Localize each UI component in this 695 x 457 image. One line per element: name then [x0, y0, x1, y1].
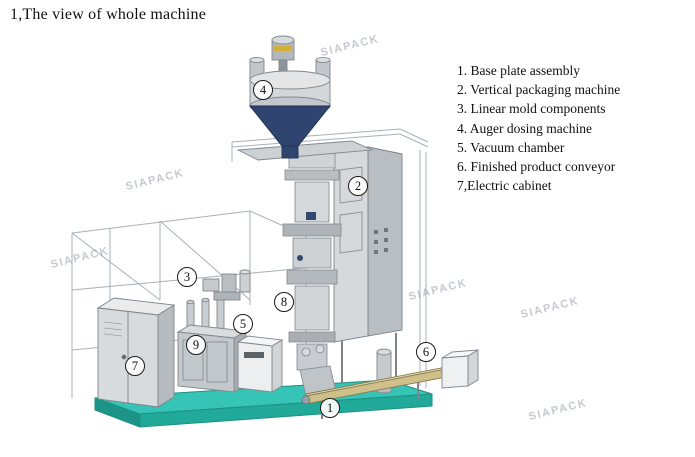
- packaging-machine-cabinet: [333, 146, 403, 384]
- callout-9: 9: [186, 335, 206, 355]
- callout-5: 5: [233, 314, 253, 334]
- page-title: 1,The view of whole machine: [10, 6, 207, 23]
- legend-item-2: 2. Vertical packaging machine: [457, 82, 621, 98]
- control-buttons: [374, 228, 388, 254]
- callout-4: 4: [253, 80, 273, 100]
- conveyor-end-box: [441, 349, 479, 389]
- legend: 1. Base plate assembly 2. Vertical packa…: [457, 61, 620, 195]
- legend-item-7: 7,Electric cabinet: [457, 178, 552, 194]
- callout-3: 3: [177, 267, 197, 287]
- callout-2: 2: [348, 176, 368, 196]
- legend-item-4: 4. Auger dosing machine: [457, 120, 592, 136]
- auger-dosing-machine: [249, 35, 331, 159]
- legend-item-5: 5. Vacuum chamber: [457, 139, 565, 155]
- hopper-platform: [236, 140, 374, 161]
- callout-8: 8: [274, 292, 294, 312]
- legend-item-1: 1. Base plate assembly: [457, 63, 580, 78]
- legend-item-3: 3. Linear mold components: [457, 101, 606, 117]
- callout-1: 1: [320, 398, 340, 418]
- callout-6: 6: [416, 342, 436, 362]
- forming-column: [282, 151, 342, 397]
- vacuum-chamber: [236, 335, 284, 393]
- callout-7: 7: [125, 356, 145, 376]
- finished-product-conveyor: [301, 349, 479, 419]
- linear-mold-components: [202, 269, 251, 301]
- electric-cabinet: [96, 297, 176, 408]
- legend-item-6: 6. Finished product conveyor: [457, 159, 616, 175]
